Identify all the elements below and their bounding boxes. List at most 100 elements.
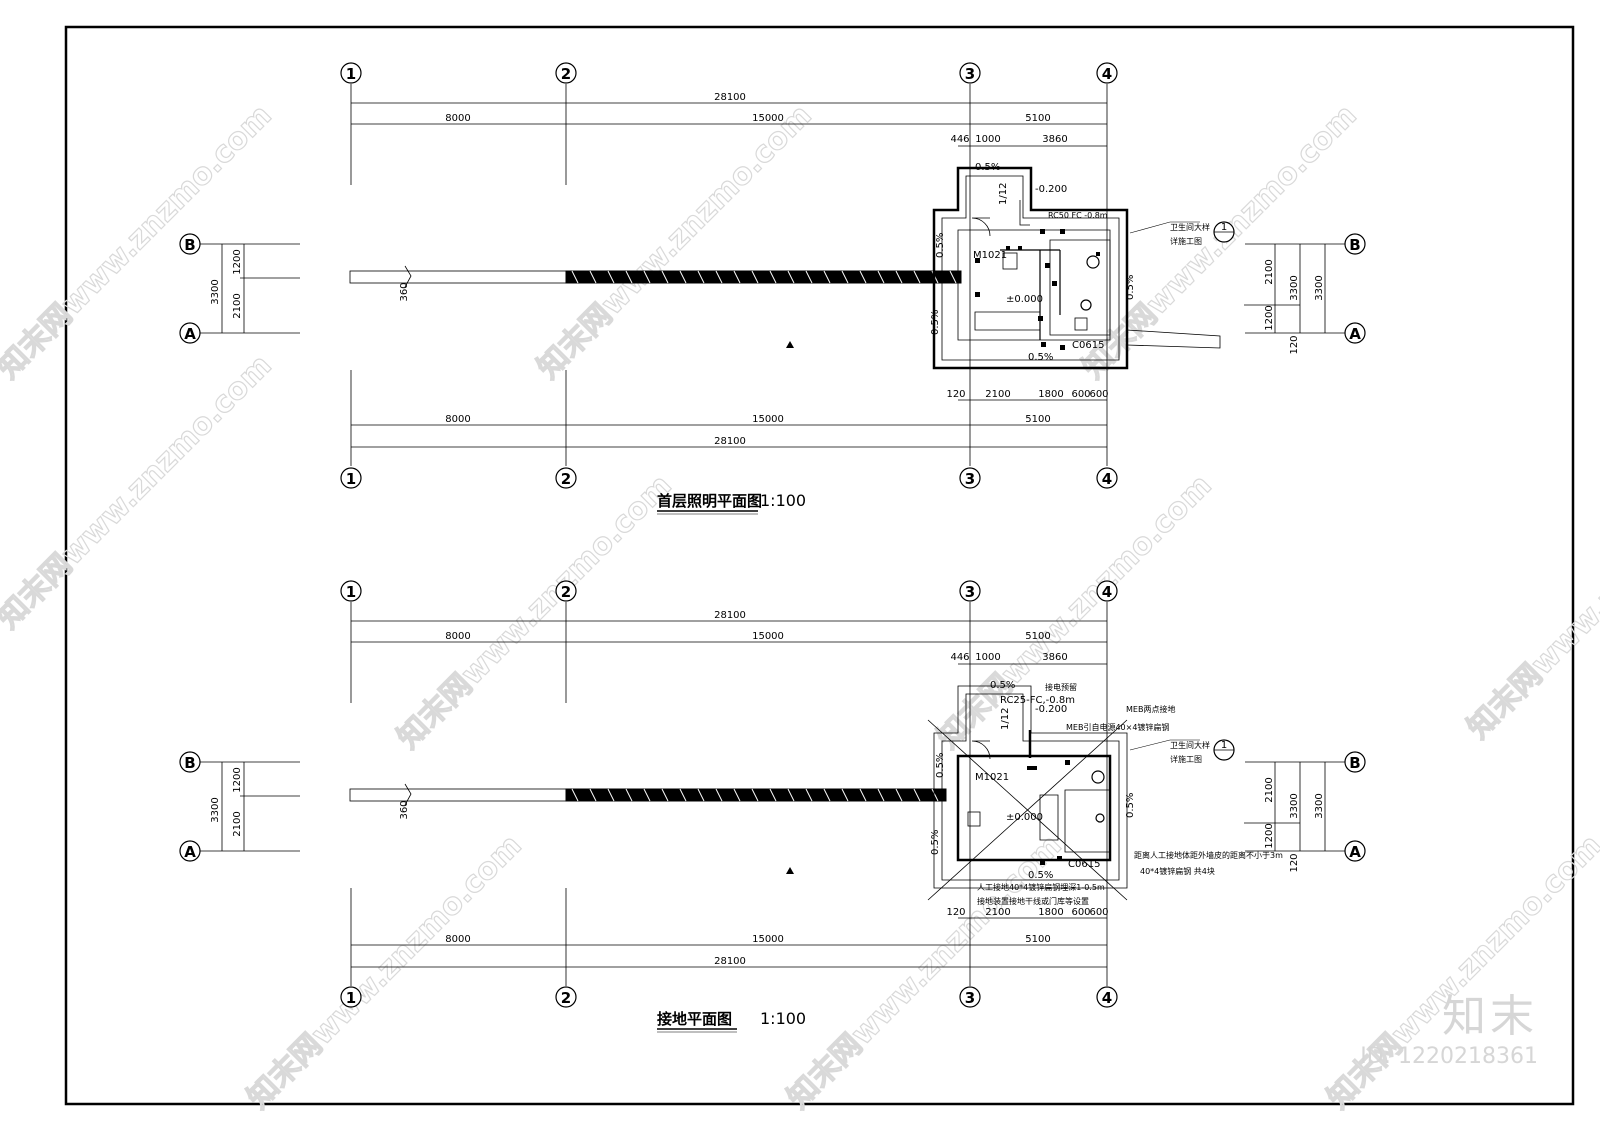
plan-lighting: 1 2 3 4 28100 8000 15000 5100 446 1000 3…	[179, 62, 1366, 515]
axis-bubble: 3	[959, 62, 981, 84]
axis-lines	[350, 602, 1108, 986]
slope-label: 0.5%	[975, 162, 1000, 173]
svg-text:1: 1	[346, 989, 356, 1007]
watermark-text: 知末网www.znzmo.com	[0, 98, 279, 386]
ground-note: 接地装置接地干线或门库等设置	[977, 896, 1089, 906]
dim-span: 5100	[1025, 631, 1050, 642]
axis-bubble: 4	[1096, 62, 1118, 84]
dim-span: 15000	[752, 414, 784, 425]
meb-note: MEB两点接地	[1126, 704, 1175, 714]
row-bubble: B	[179, 233, 201, 255]
slope-label: 0.5%	[935, 753, 946, 778]
svg-text:A: A	[1349, 843, 1361, 861]
svg-text:1: 1	[346, 65, 356, 83]
ground-note: 人工接地40*4镀锌扁钢埋深1-0.5m	[977, 882, 1105, 892]
dim-right: 3300	[1314, 793, 1325, 818]
dim-left: 3300	[210, 797, 221, 822]
svg-text:3: 3	[965, 989, 975, 1007]
level-label: ±0.000	[1006, 812, 1043, 823]
svg-text:2: 2	[561, 989, 571, 1007]
axis-bubble: 2	[555, 986, 577, 1008]
dim-right: 1200	[1264, 823, 1275, 848]
row-bubble: B	[179, 751, 201, 773]
ground-note: 40*4镀锌扁钢 共4块	[1140, 866, 1215, 876]
dim-lines-top	[351, 102, 1107, 147]
dim-span: 5100	[1025, 934, 1050, 945]
axis-lines	[350, 84, 1108, 466]
dim-sub: 600	[1089, 907, 1108, 918]
svg-text:4: 4	[1102, 470, 1112, 488]
dim-sub: 1800	[1038, 907, 1063, 918]
dim-lines-top	[351, 620, 1107, 665]
axis-bubble: 2	[555, 62, 577, 84]
dim-left: 2100	[232, 293, 243, 318]
axis-bubble: 2	[555, 467, 577, 489]
building-outline	[927, 685, 1200, 901]
axis-bubble: 3	[959, 986, 981, 1008]
svg-text:B: B	[184, 754, 195, 772]
fixtures	[1027, 760, 1070, 865]
dim-span: 8000	[445, 631, 470, 642]
watermark-text: 知末网www.znzmo.com	[781, 828, 1069, 1116]
detail-ref-bubble: 1	[1213, 739, 1235, 761]
svg-text:A: A	[184, 325, 196, 343]
svg-text:2: 2	[561, 65, 571, 83]
svg-text:B: B	[1349, 754, 1360, 772]
slope-label: 0.5%	[930, 830, 941, 855]
dim-overall: 28100	[714, 610, 746, 621]
plan-title: 接地平面图	[657, 1010, 732, 1028]
dim-right: 2100	[1264, 259, 1275, 284]
svg-text:B: B	[1349, 236, 1360, 254]
dim-right: 120	[1289, 853, 1300, 872]
dim-right: 3300	[1289, 793, 1300, 818]
dim-sub: 120	[946, 907, 965, 918]
axis-bubble: 1	[340, 986, 362, 1008]
svg-text:A: A	[1349, 325, 1361, 343]
plan-scale: 1:100	[760, 491, 806, 510]
watermark-text: 知末网www.znzmo.com	[391, 468, 679, 756]
svg-text:4: 4	[1102, 65, 1112, 83]
dim-sub: 2100	[985, 389, 1010, 400]
svg-text:2: 2	[561, 583, 571, 601]
dim-overall: 28100	[714, 956, 746, 967]
dim-span: 8000	[445, 934, 470, 945]
row-lines-left	[200, 243, 300, 334]
slope-label: 0.5%	[1125, 275, 1136, 300]
dim-wall: 360	[399, 282, 410, 301]
svg-text:1: 1	[346, 583, 356, 601]
row-bubble: B	[1344, 233, 1366, 255]
svg-text:3: 3	[965, 65, 975, 83]
watermark-text: 知末网www.znzmo.com	[531, 98, 819, 386]
dim-sub: 600	[1071, 907, 1090, 918]
north-mark	[786, 867, 794, 874]
axis-bubble: 3	[959, 467, 981, 489]
axis-bubble: 4	[1096, 467, 1118, 489]
dim-sub: 446	[950, 134, 969, 145]
brand-watermark: 知末 ID: 1220218361	[1360, 980, 1538, 1069]
axis-bubble: 2	[555, 580, 577, 602]
watermark-text: 知末网www.znzmo.com	[241, 828, 529, 1116]
row-bubble: A	[179, 840, 201, 862]
dim-span: 15000	[752, 631, 784, 642]
dim-sub: 600	[1089, 389, 1108, 400]
slope-label: 0.5%	[935, 233, 946, 258]
building-outline	[932, 166, 1221, 370]
svg-text:1: 1	[346, 470, 356, 488]
watermark-text: 知末网www.znzmo.com	[0, 348, 279, 636]
row-lines-right	[1244, 761, 1345, 852]
dim-lines-bottom	[351, 399, 1107, 448]
svg-text:B: B	[184, 236, 195, 254]
dim-span: 5100	[1025, 414, 1050, 425]
dim-overall: 28100	[714, 92, 746, 103]
svg-text:4: 4	[1102, 989, 1112, 1007]
fixtures	[975, 229, 1100, 350]
dim-right: 3300	[1289, 275, 1300, 300]
ref-note: 详施工图	[1170, 236, 1202, 246]
dim-right: 3300	[1314, 275, 1325, 300]
dim-wall: 360	[399, 800, 410, 819]
watermark-text: 知末网www.znzmo.com	[1321, 828, 1600, 1116]
level-label: -0.200	[1035, 184, 1067, 195]
ref-note: 详施工图	[1170, 754, 1202, 764]
dim-left: 1200	[232, 767, 243, 792]
